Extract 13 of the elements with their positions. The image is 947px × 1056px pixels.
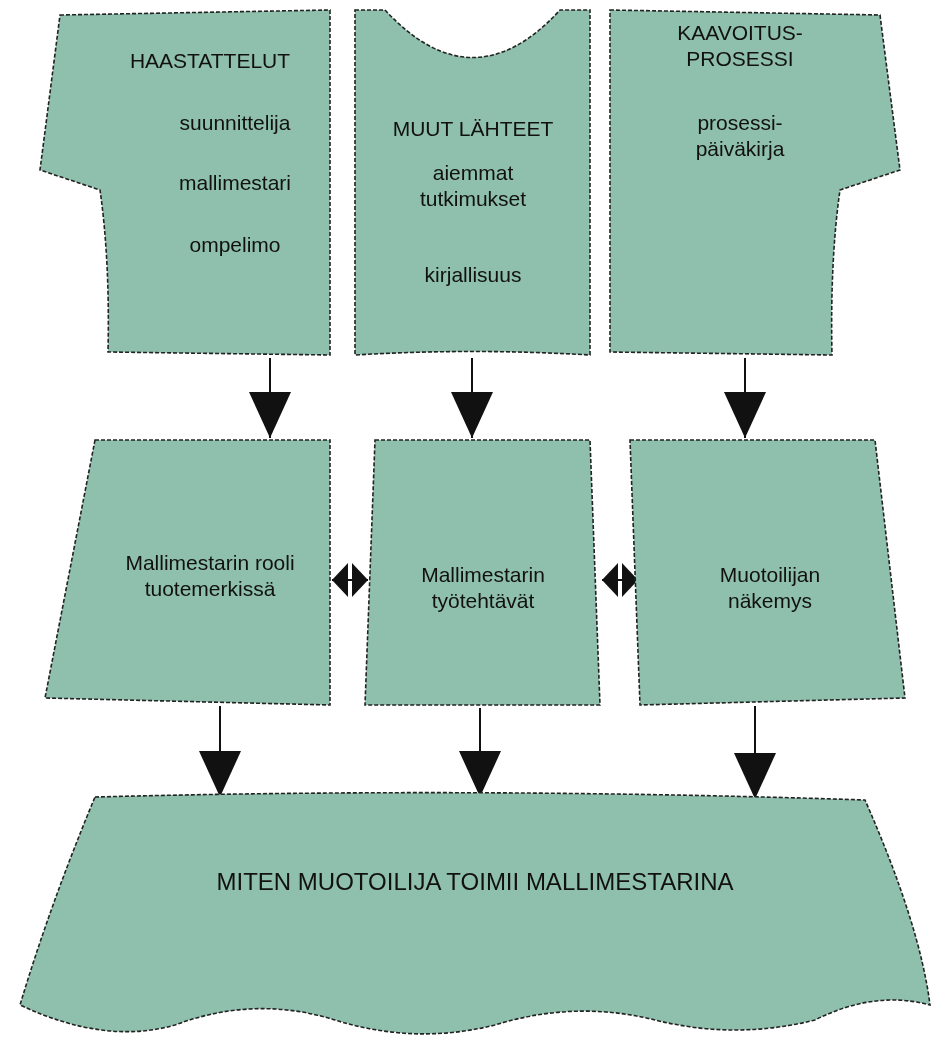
section-heading: HAASTATTELUT <box>128 48 292 74</box>
node-label: kirjallisuus <box>423 262 523 288</box>
node-label: ompelimo <box>188 232 282 258</box>
node-label: Mallimestarin rooli tuotemerkissä <box>124 550 296 603</box>
node-label: Muotoilijan näkemys <box>718 562 822 615</box>
node-label: Mallimestarin työtehtävät <box>420 562 546 615</box>
section-heading: MUUT LÄHTEET <box>391 116 555 142</box>
node-label: mallimestari <box>178 170 292 196</box>
node-label: suunnittelija <box>178 110 292 136</box>
node-label: prosessi- päiväkirja <box>694 110 786 163</box>
node-label: aiemmat tutkimukset <box>418 160 528 213</box>
node-label: MITEN MUOTOILIJA TOIMII MALLIMESTARINA <box>215 867 735 897</box>
section-heading: KAAVOITUS- PROSESSI <box>676 20 804 73</box>
